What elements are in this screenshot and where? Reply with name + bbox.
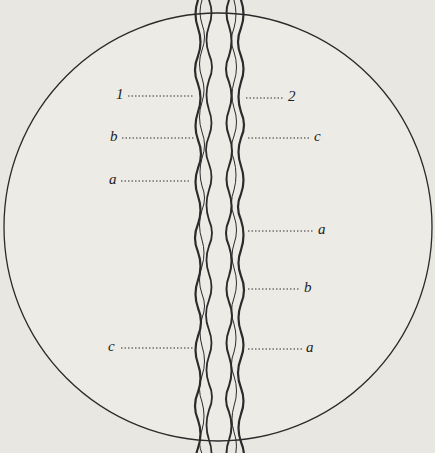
leader-line bbox=[128, 96, 194, 97]
callout-letter: a bbox=[109, 170, 117, 188]
leader-line bbox=[248, 349, 302, 350]
leader-line bbox=[246, 98, 284, 99]
leader-line bbox=[121, 181, 191, 182]
fiber-right bbox=[226, 0, 244, 453]
leader-line bbox=[248, 231, 314, 232]
field-circle bbox=[4, 13, 432, 441]
leader-line bbox=[248, 138, 310, 139]
leader-line bbox=[122, 138, 194, 139]
callout-letter: b bbox=[110, 127, 118, 145]
callout-letter: c bbox=[314, 127, 321, 145]
callout-letter: a bbox=[306, 338, 314, 356]
leader-line bbox=[121, 348, 193, 349]
callout-letter: b bbox=[304, 278, 312, 296]
fiber-left bbox=[195, 0, 212, 453]
callout-letter: 1 bbox=[116, 85, 124, 103]
callout-letter: c bbox=[108, 337, 115, 355]
callout-letter: a bbox=[318, 220, 326, 238]
callout-letter: 2 bbox=[288, 87, 296, 105]
leader-lines bbox=[121, 96, 314, 349]
leader-line bbox=[248, 289, 300, 290]
